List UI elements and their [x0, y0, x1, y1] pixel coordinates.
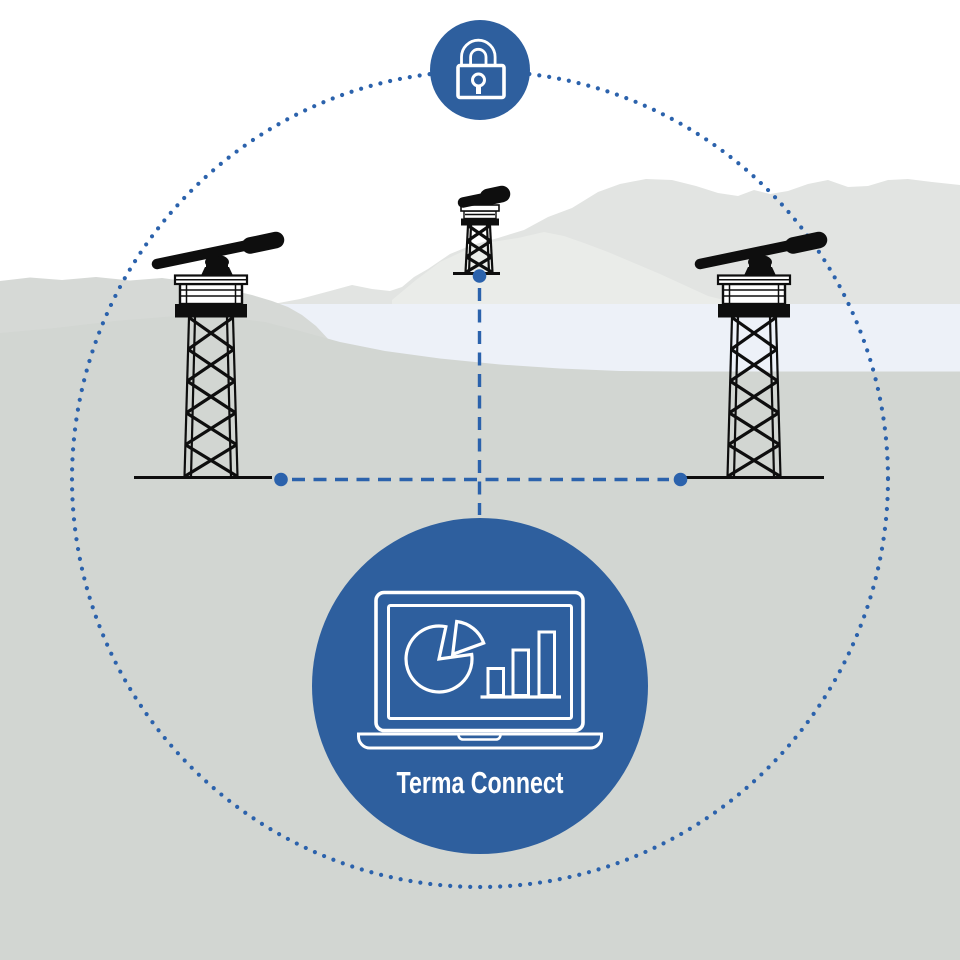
padlock-icon — [456, 38, 506, 100]
bar-chart-icon — [480, 630, 561, 699]
hub-circle — [312, 518, 648, 854]
security-lock-badge — [430, 20, 530, 120]
laptop-icon — [357, 590, 603, 750]
connection-lines — [274, 269, 688, 515]
connection-node-center — [472, 269, 487, 283]
pie-chart-icon — [404, 619, 486, 694]
connection-node-right — [673, 472, 688, 487]
connection-node-left — [274, 472, 288, 487]
terma-connect-hub: Terma Connect — [312, 518, 648, 854]
radar-tower-center — [453, 185, 511, 275]
lock-badge-circle — [430, 20, 530, 120]
hub-label: Terma Connect — [397, 765, 564, 800]
